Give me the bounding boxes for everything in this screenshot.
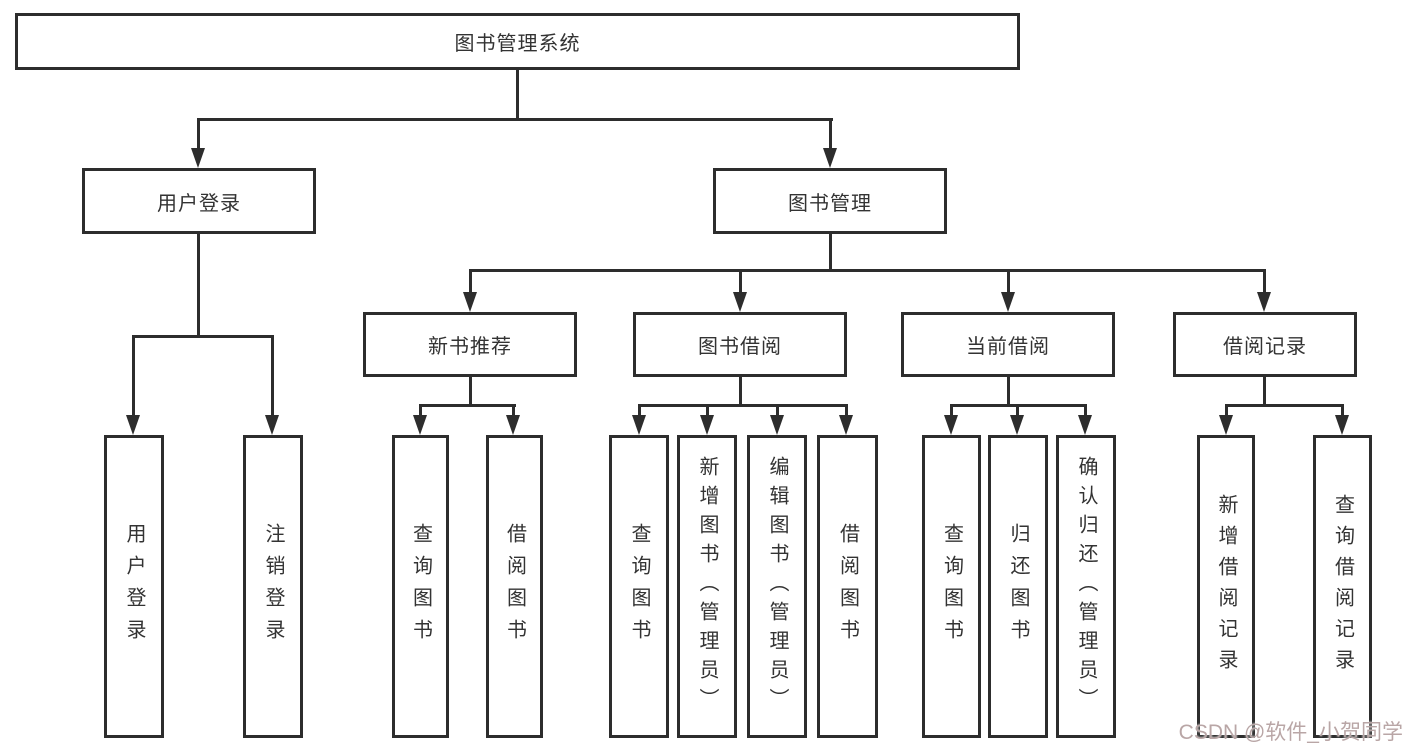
node-label: 查询借阅记录 xyxy=(1331,493,1354,680)
node-label: 新增借阅记录 xyxy=(1215,493,1237,680)
node-logout-action: 注销登录 xyxy=(243,435,303,738)
arrow-down-icon xyxy=(126,415,140,435)
connector-line xyxy=(1341,404,1344,419)
node-label: 借阅图书 xyxy=(503,522,526,651)
node-book-borrowing: 图书借阅 xyxy=(633,312,847,377)
arrow-down-icon xyxy=(1219,415,1233,435)
connector-line xyxy=(1084,404,1087,419)
arrow-down-icon xyxy=(1335,415,1349,435)
node-add-borrow-record: 新增借阅记录 xyxy=(1197,435,1255,738)
connector-line xyxy=(469,269,1266,272)
connector-line xyxy=(1007,269,1010,295)
node-label: 图书借阅 xyxy=(698,336,782,358)
arrow-down-icon xyxy=(265,415,279,435)
node-label: 用户登录 xyxy=(157,192,241,215)
arrow-down-icon xyxy=(944,415,958,435)
connector-line xyxy=(132,335,135,419)
connector-line xyxy=(271,335,274,419)
arrow-down-icon xyxy=(413,415,427,435)
node-label: 查询图书 xyxy=(628,522,650,651)
node-add-books-admin: 新增图书（管理员） xyxy=(677,435,737,738)
node-label: 借阅记录 xyxy=(1223,336,1307,358)
connector-line xyxy=(829,118,832,150)
connector-line xyxy=(197,118,200,150)
connector-line xyxy=(132,335,274,338)
node-label: 编辑图书（管理员） xyxy=(766,456,788,717)
node-user-login: 用户登录 xyxy=(82,168,316,234)
node-return-books: 归还图书 xyxy=(988,435,1048,738)
connector-line xyxy=(1263,269,1266,295)
node-label: 图书管理 xyxy=(788,192,872,215)
node-new-book-recommendation: 新书推荐 xyxy=(363,312,577,377)
node-edit-books-admin: 编辑图书（管理员） xyxy=(747,435,807,738)
node-label: 确认归还（管理员） xyxy=(1075,456,1097,717)
node-borrow-books-recommend: 借阅图书 xyxy=(486,435,543,738)
arrow-down-icon xyxy=(700,415,714,435)
node-label: 归还图书 xyxy=(1007,522,1029,651)
connector-line xyxy=(845,404,848,419)
connector-line xyxy=(197,118,833,121)
connector-line xyxy=(638,404,848,407)
node-label: 查询图书 xyxy=(940,522,963,651)
node-book-management: 图书管理 xyxy=(713,168,947,234)
watermark: CSDN @软件_小贺同学 xyxy=(1178,721,1403,744)
node-borrow-records: 借阅记录 xyxy=(1173,312,1357,377)
connector-line xyxy=(1263,377,1266,406)
node-label: 图书管理系统 xyxy=(454,33,581,55)
connector-line xyxy=(950,404,953,419)
node-query-books-borrowing: 查询图书 xyxy=(609,435,669,738)
connector-line xyxy=(516,70,519,119)
node-user-login-action: 用户登录 xyxy=(104,435,164,738)
node-label: 用户登录 xyxy=(123,522,145,651)
connector-line xyxy=(197,234,200,338)
connector-line xyxy=(739,269,742,295)
connector-line xyxy=(739,377,742,406)
arrow-down-icon xyxy=(733,292,747,312)
connector-line xyxy=(419,404,422,419)
connector-line xyxy=(706,404,709,419)
node-label: 新书推荐 xyxy=(428,336,512,358)
connector-line xyxy=(1225,404,1344,407)
connector-line xyxy=(1225,404,1228,419)
node-query-books-current: 查询图书 xyxy=(922,435,981,738)
arrow-down-icon xyxy=(770,415,784,435)
arrow-down-icon xyxy=(1257,292,1271,312)
node-borrow-books-borrowing: 借阅图书 xyxy=(817,435,878,738)
node-label: 当前借阅 xyxy=(966,336,1050,358)
arrow-down-icon xyxy=(839,415,853,435)
node-label: 注销登录 xyxy=(262,522,284,651)
node-label: 查询图书 xyxy=(409,522,432,651)
arrow-down-icon xyxy=(823,148,837,168)
connector-line xyxy=(469,377,472,406)
connector-line xyxy=(829,234,832,272)
connector-line xyxy=(1007,377,1010,406)
connector-line xyxy=(469,269,472,295)
node-query-books-recommend: 查询图书 xyxy=(392,435,449,738)
node-query-borrow-record: 查询借阅记录 xyxy=(1313,435,1372,738)
connector-line xyxy=(776,404,779,419)
node-library-management-system: 图书管理系统 xyxy=(15,13,1020,70)
connector-line xyxy=(1016,404,1019,419)
connector-line xyxy=(638,404,641,419)
arrow-down-icon xyxy=(1078,415,1092,435)
arrow-down-icon xyxy=(463,292,477,312)
node-label: 借阅图书 xyxy=(836,522,859,651)
arrow-down-icon xyxy=(191,148,205,168)
node-current-borrowing: 当前借阅 xyxy=(901,312,1115,377)
arrow-down-icon xyxy=(632,415,646,435)
connector-line xyxy=(419,404,516,407)
connector-line xyxy=(512,404,515,419)
arrow-down-icon xyxy=(506,415,520,435)
node-confirm-return-admin: 确认归还（管理员） xyxy=(1056,435,1116,738)
node-label: 新增图书（管理员） xyxy=(696,456,718,717)
arrow-down-icon xyxy=(1010,415,1024,435)
arrow-down-icon xyxy=(1001,292,1015,312)
